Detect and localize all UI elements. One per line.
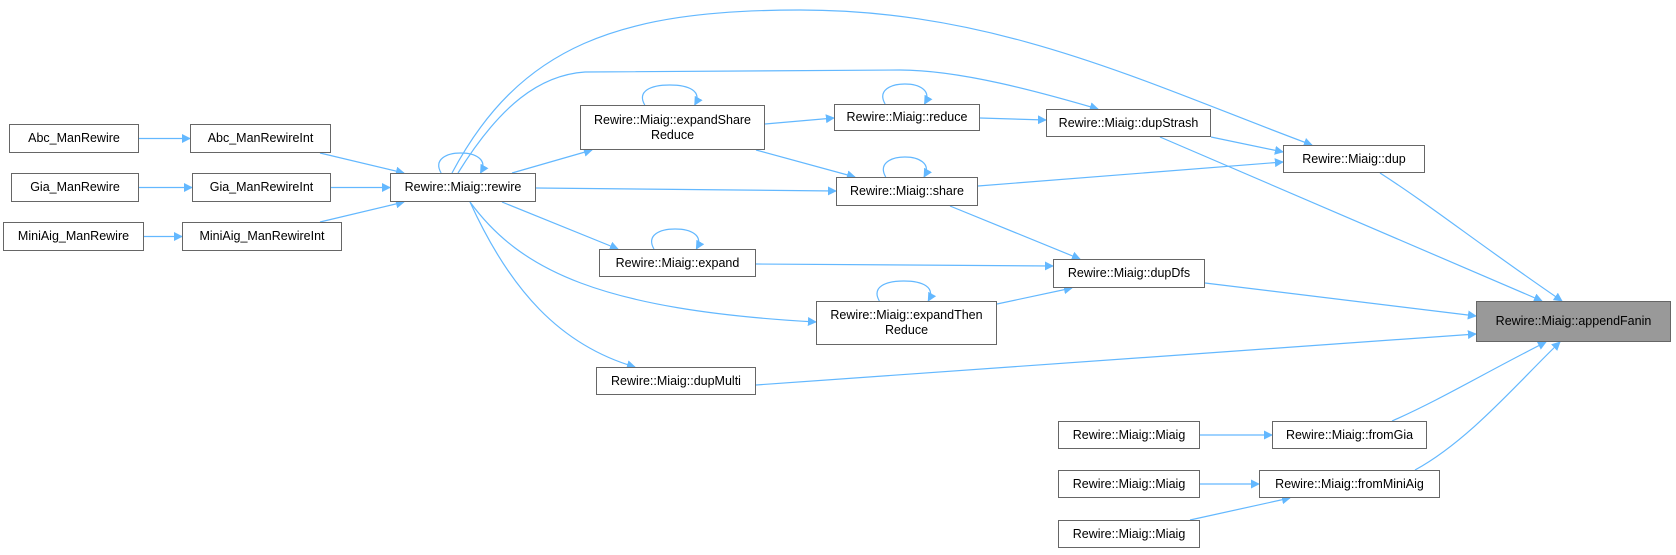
edge-miaig3-to-fromMini — [1189, 495, 1291, 521]
graph-node-dupDfs[interactable]: Rewire::Miaig::dupDfs — [1053, 259, 1205, 288]
edge-dupDfs-to-append — [1204, 282, 1477, 320]
edge-esr-to-share — [755, 149, 856, 180]
graph-node-etr[interactable]: Rewire::Miaig::expandThen Reduce — [816, 301, 997, 345]
edge-dupStrash-to-append — [1159, 136, 1543, 302]
graph-node-miniMR[interactable]: MiniAig_ManRewire — [3, 222, 144, 251]
edge-dupStrash-to-dup — [1210, 136, 1284, 155]
edge-rewire-to-expand — [501, 201, 619, 251]
edge-rewire-to-dup — [451, 9, 1313, 174]
edge-fromGia-to-append — [1391, 341, 1547, 422]
edge-rewire-to-dupMulti — [469, 201, 636, 370]
graph-node-miniMRI[interactable]: MiniAig_ManRewireInt — [182, 222, 342, 251]
edge-share-self-loop — [882, 156, 932, 178]
edge-rewire-self-loop — [438, 152, 489, 174]
graph-node-esr[interactable]: Rewire::Miaig::expandShare Reduce — [580, 105, 765, 150]
edge-rewire-to-esr — [511, 147, 593, 174]
edge-rewire-to-share — [535, 186, 837, 196]
graph-node-dupStrash[interactable]: Rewire::Miaig::dupStrash — [1046, 109, 1211, 137]
edge-fromMini-to-append — [1414, 341, 1561, 471]
edge-esr-self-loop — [642, 84, 703, 106]
graph-node-fromMini[interactable]: Rewire::Miaig::fromMiniAig — [1259, 470, 1440, 498]
graph-node-dupMulti[interactable]: Rewire::Miaig::dupMulti — [596, 367, 756, 395]
edge-expand-to-dupDfs — [755, 261, 1054, 271]
graph-node-rewire[interactable]: Rewire::Miaig::rewire — [390, 173, 536, 202]
edge-share-to-dupDfs — [949, 205, 1081, 261]
edge-reduce-to-dupStrash — [979, 115, 1047, 125]
edge-etr-to-dupDfs — [996, 285, 1073, 305]
graph-node-reduce[interactable]: Rewire::Miaig::reduce — [834, 104, 980, 131]
edge-share-to-dup — [977, 158, 1284, 187]
edge-expand-self-loop — [651, 228, 705, 250]
graph-node-miaig1[interactable]: Rewire::Miaig::Miaig — [1058, 421, 1200, 449]
graph-node-dup[interactable]: Rewire::Miaig::dup — [1283, 145, 1425, 173]
edge-etr-self-loop — [876, 280, 937, 302]
graph-node-share[interactable]: Rewire::Miaig::share — [836, 177, 978, 206]
edge-rewire-to-etr — [469, 201, 817, 327]
graph-node-abcMRI[interactable]: Abc_ManRewireInt — [190, 124, 331, 153]
edge-dup-to-append — [1379, 172, 1563, 302]
edge-esr-to-reduce — [764, 114, 835, 125]
graph-node-miaig2[interactable]: Rewire::Miaig::Miaig — [1058, 470, 1200, 498]
edge-miniMRI-to-rewire — [319, 199, 405, 223]
edge-dupMulti-to-append — [755, 330, 1477, 386]
graph-node-abcMR[interactable]: Abc_ManRewire — [9, 124, 139, 153]
graph-node-fromGia[interactable]: Rewire::Miaig::fromGia — [1272, 421, 1427, 449]
graph-node-miaig3[interactable]: Rewire::Miaig::Miaig — [1058, 520, 1200, 548]
edge-reduce-self-loop — [882, 83, 933, 105]
graph-node-giaMRI[interactable]: Gia_ManRewireInt — [192, 173, 331, 202]
edge-abcMRI-to-rewire — [319, 152, 405, 176]
graph-node-append: Rewire::Miaig::appendFanin — [1476, 301, 1671, 342]
graph-node-giaMR[interactable]: Gia_ManRewire — [11, 173, 139, 202]
edge-rewire-to-dupStrash — [457, 69, 1099, 174]
graph-node-expand[interactable]: Rewire::Miaig::expand — [599, 249, 756, 277]
